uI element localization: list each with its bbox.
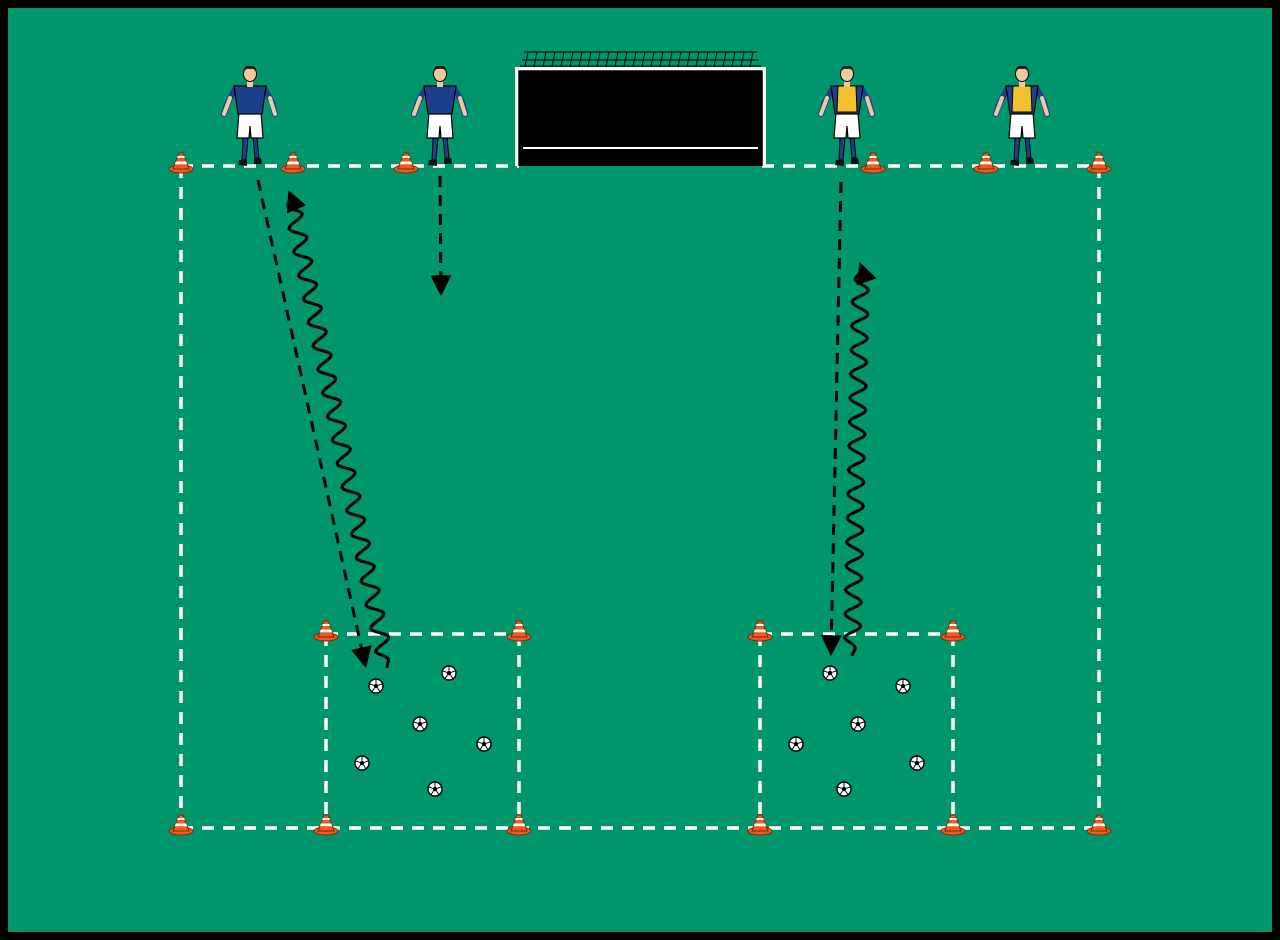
player-yellow-bib [993, 65, 1050, 166]
cone [168, 814, 194, 836]
cones [168, 152, 1112, 836]
cone [168, 152, 194, 174]
dribble-arrow [286, 190, 391, 668]
cone [747, 620, 773, 642]
cone [940, 814, 966, 836]
ball [368, 678, 384, 694]
cone [1086, 152, 1112, 174]
ball [909, 755, 925, 771]
balls [354, 665, 925, 797]
ball [354, 755, 370, 771]
ball [822, 665, 838, 681]
ball [895, 678, 911, 694]
run-arrow [820, 181, 843, 657]
dribble-arrow [842, 262, 877, 657]
ball [836, 781, 852, 797]
players [221, 65, 1050, 166]
ball [427, 781, 443, 797]
ball [788, 736, 804, 752]
bib [836, 85, 858, 113]
bib [1011, 85, 1033, 113]
ball [412, 716, 428, 732]
player-blue [411, 65, 468, 166]
cone [506, 620, 532, 642]
cone [747, 814, 773, 836]
cone [393, 152, 419, 174]
run-arrow [256, 179, 372, 669]
cone [973, 152, 999, 174]
cone [313, 620, 339, 642]
ball [850, 716, 866, 732]
cone [506, 814, 532, 836]
goal [515, 51, 766, 166]
run-arrow [430, 175, 452, 297]
player-yellow-bib [818, 65, 875, 166]
cone [280, 152, 306, 174]
goal-frame-outline [518, 70, 763, 166]
cone [1086, 814, 1112, 836]
cone [860, 152, 886, 174]
movement-arrows [256, 175, 877, 669]
player-blue [221, 65, 278, 166]
cone [940, 620, 966, 642]
ball [476, 736, 492, 752]
cone [313, 814, 339, 836]
ball [441, 665, 457, 681]
